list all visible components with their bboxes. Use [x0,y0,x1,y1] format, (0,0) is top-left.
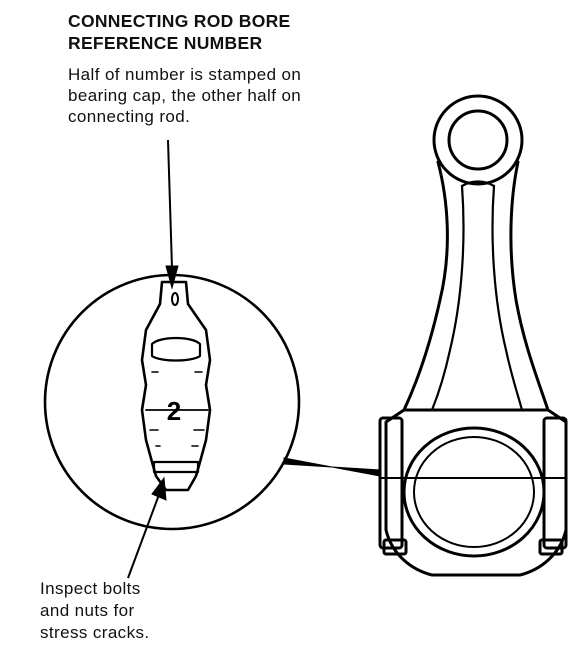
inspect-line-3: stress cracks. [40,623,150,642]
bolt-boss-right [542,416,568,550]
detail-upper-bolt [150,336,202,362]
detail-lower-nut [152,460,200,474]
detail-connector [283,457,381,477]
detail-view [43,273,301,531]
inspect-arrow-line [127,491,161,579]
leader-lines [127,139,381,579]
reference-description: Half of number is stamped on bearing cap… [68,64,301,127]
bolt-boss-left [378,416,404,550]
description-line-1: Half of number is stamped on [68,65,302,84]
small-end-outer [432,94,524,186]
heading-line-1: CONNECTING ROD BORE [68,11,291,31]
reference-arrow-line [167,139,173,269]
nut-left [382,538,408,556]
inspect-line-1: Inspect bolts [40,579,141,598]
beam-right-edge [509,160,550,412]
stamp-number: 2 [167,396,181,426]
inspect-line-2: and nuts for [40,601,135,620]
reference-heading: CONNECTING ROD BORE REFERENCE NUMBER [68,10,291,54]
heading-line-2: REFERENCE NUMBER [68,33,263,53]
inspect-arrowhead [151,476,167,501]
connecting-rod [378,94,568,577]
detail-shading [149,371,205,447]
big-end-bore-inner [413,436,535,548]
beam-channel [430,184,465,412]
beam-channel-top [460,180,496,188]
description-line-2: bearing cap, the other half on [68,86,302,105]
beam-channel-right [491,184,524,412]
detail-bolt-hole [171,292,179,306]
description-line-3: connecting rod. [68,107,191,126]
small-end-bore [447,109,509,171]
detail-rod-outline [140,280,212,492]
inspect-note: Inspect bolts and nuts for stress cracks… [40,578,150,644]
beam-left-edge [402,160,449,412]
big-end-bore-outer [402,426,546,558]
nut-right [538,538,564,556]
reference-arrowhead [165,265,179,290]
